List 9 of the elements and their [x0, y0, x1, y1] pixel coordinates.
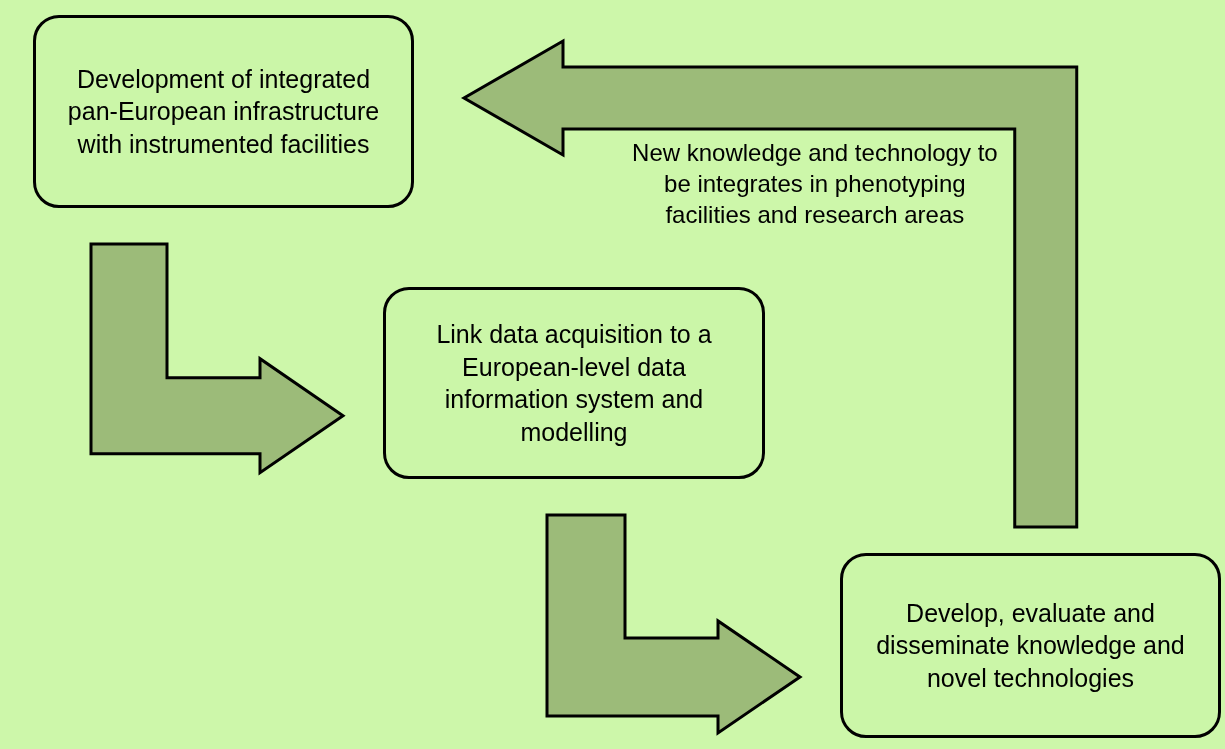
box-text: Link data acquisition to a European-level data information system and modelling — [435, 319, 713, 448]
block-arrow — [545, 513, 803, 736]
block-arrow — [89, 242, 346, 476]
box-text: Develop, evaluate and disseminate knowledge and novel technologies — [875, 597, 1186, 694]
process-box — [33, 15, 414, 208]
block-arrow — [461, 38, 1079, 529]
process-box — [383, 287, 765, 479]
box-text: Development of integrated pan-European infrastructure with instrumented facilities — [66, 63, 381, 160]
process-box — [840, 553, 1221, 738]
